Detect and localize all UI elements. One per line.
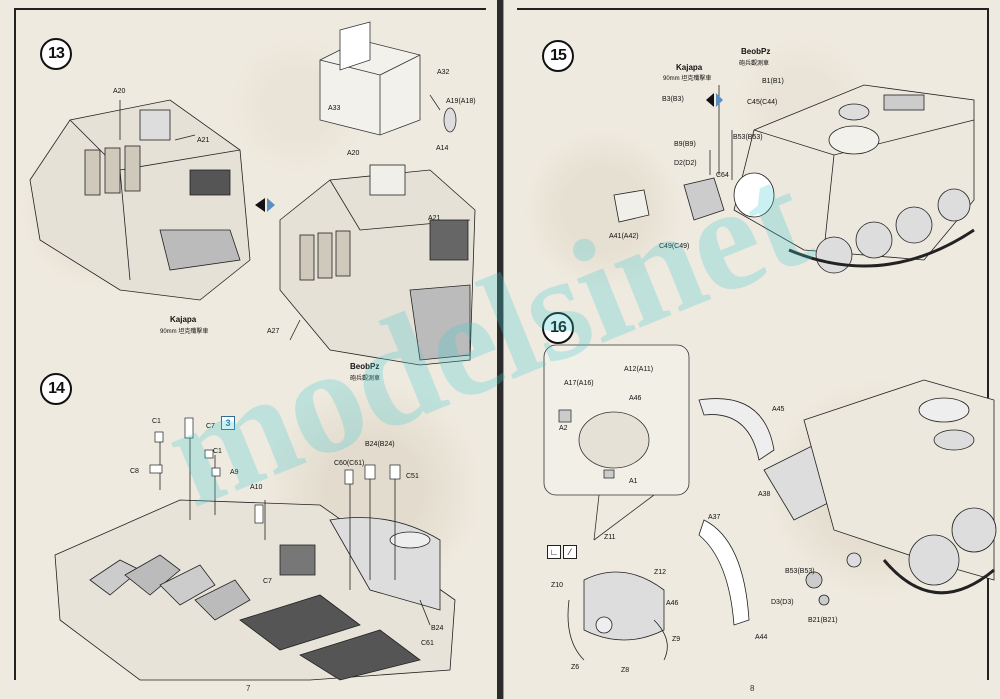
step16-label: Z11 [604,534,616,541]
page-number: 8 [750,684,755,693]
book-gutter [497,0,503,699]
beobpz-caption: BeobPz [350,362,380,371]
step15-label: A41(A42) [609,233,639,240]
step16-label: A44 [755,634,768,641]
step14-label: C51 [406,473,419,480]
step14-label: C7 [206,423,215,430]
step13-detail-box [319,21,457,136]
step13-label: A32 [437,69,450,76]
step15-label: B1(B1) [762,78,784,85]
step14-label: C8 [130,468,139,475]
step14-label: C60(C61) [334,460,365,467]
right-page: 15 Kajapa 90mm 坦克殲擊車 BeobPz 砲兵觀測車 B1(B1)… [503,0,1000,699]
step-16-number: 16 [542,312,574,344]
step-13-number: 13 [40,38,72,70]
step14-label: C1 [213,448,222,455]
step15-label: B3(B3) [662,96,684,103]
beobpz-subcaption: 砲兵觀測車 [350,376,381,382]
step13-label: A19(A18) [446,98,476,105]
step16-label: Z8 [621,667,630,674]
knife-tool-icon: ⁄ [563,545,577,559]
beobpz-subcaption: 砲兵觀測車 [739,61,770,67]
step16-label: A37 [708,514,721,521]
page-number: 7 [246,684,251,693]
step16-label: A46 [666,600,679,607]
step16-label: A46 [629,395,642,402]
step16-label: A45 [772,406,785,413]
step-14-number: 14 [40,373,72,405]
step16-detail-frame [543,344,690,541]
step16-label: A12(A11) [624,366,654,373]
step14-label: B24(B24) [365,441,395,448]
step15-label: B9(B9) [674,141,696,148]
step14-label: B24 [431,625,444,632]
step15-label: C45(C44) [747,99,778,106]
step16-label: B21(B21) [808,617,838,624]
step15-label: C49(C49) [659,243,690,250]
left-page-drawings [29,21,476,681]
step14-label: A10 [250,484,263,491]
step-15-number: 15 [542,40,574,72]
step16-label: A2 [559,425,568,432]
kajapa-caption: Kajapa [676,63,703,72]
beobpz-caption: BeobPz [741,47,771,56]
paint-reference-box: 3 [221,416,235,430]
step15-label: D2(D2) [674,160,697,167]
step13-label: A14 [436,145,449,152]
step16-label: D3(D3) [771,599,794,606]
step14-label: C61 [421,640,434,647]
right-page-frame [517,8,989,680]
step13-hull-left-drawing [29,99,251,301]
step14-label: C1 [152,418,161,425]
step15-label: C64 [716,172,729,179]
step13-label: A21 [428,215,441,222]
left-page-frame [14,8,486,680]
step13-label: A20 [347,150,360,157]
step14-hull-drawing [54,430,456,681]
kajapa-subcaption: 90mm 坦克殲擊車 [663,76,712,82]
step16-label: B53(B53) [785,568,815,575]
step16-label: Z9 [672,636,681,643]
step13-label: A20 [113,88,126,95]
step13-label: A33 [328,105,341,112]
glue-tool-icon: ∟ [547,545,561,559]
step14-label: A9 [230,469,239,476]
left-page: 13 A20 A21 A32 A33 A19(A18) A14 A20 A21 … [0,0,498,699]
step15-label: B53(B53) [733,134,763,141]
step16-label: A38 [758,491,771,498]
step13-direction-arrow [255,198,275,212]
kajapa-caption: Kajapa [170,315,197,324]
kajapa-subcaption: 90mm 坦克殲擊車 [160,329,209,335]
step16-label: A1 [629,478,638,485]
step14-small-parts [149,417,401,524]
step16-label: Z10 [551,582,564,589]
step15-vehicle-drawing [613,84,975,274]
step16-label: Z12 [654,569,667,576]
step14-label: C7 [263,578,272,585]
step13-label: A27 [267,328,280,335]
step16-turret-drawing [567,379,997,661]
step16-label: Z6 [571,664,580,671]
step15-direction-arrow [706,93,723,107]
right-page-drawings [543,84,997,661]
step13-label: A21 [197,137,210,144]
step13-hull-right-drawing [279,164,476,366]
step16-label: A17(A16) [564,380,594,387]
